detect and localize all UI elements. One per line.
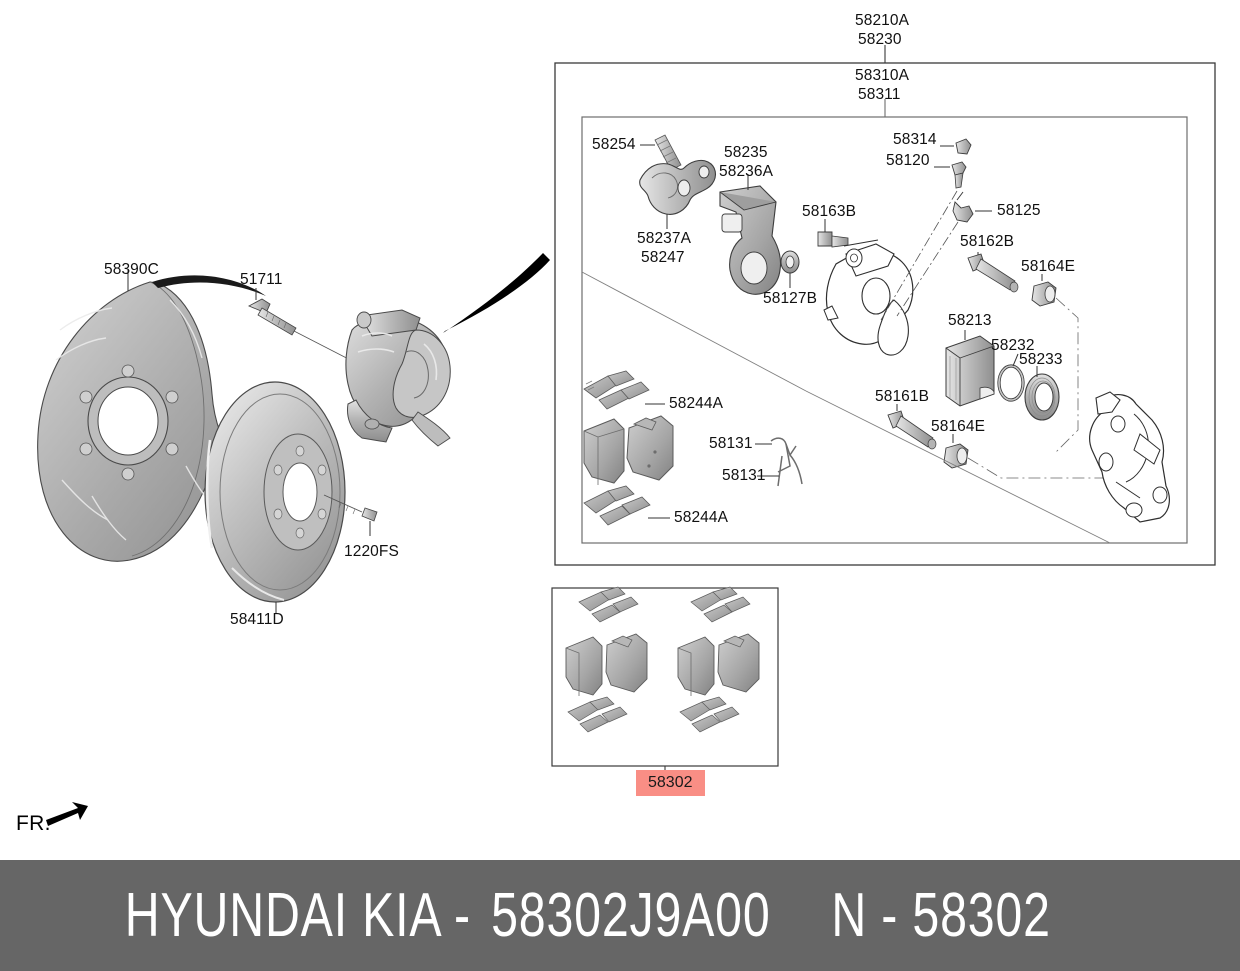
part-dust-boot-58233 xyxy=(1024,366,1060,421)
label-58230: 58230 xyxy=(858,31,902,48)
footer-reference: N - 58302 xyxy=(831,881,1051,950)
label-58164E-lower: 58164E xyxy=(931,418,986,435)
label-58247: 58247 xyxy=(641,249,685,266)
part-disc-screw-1220FS xyxy=(323,494,378,536)
part-piston-58213 xyxy=(945,330,995,407)
label-58125: 58125 xyxy=(997,202,1041,219)
part-caliper-body-detail xyxy=(823,239,914,356)
label-58210A: 58210A xyxy=(855,12,910,29)
label-58163B: 58163B xyxy=(802,203,857,220)
part-guide-bushing-58164E-upper xyxy=(1031,274,1079,453)
part-carrier-bracket-58235 xyxy=(719,174,782,295)
label-51711: 51711 xyxy=(240,271,283,288)
part-pad-set-detail xyxy=(583,370,674,526)
part-guide-bushing-58164E-lower xyxy=(943,434,1141,479)
label-58235: 58235 xyxy=(724,144,768,161)
front-direction-label: FR. xyxy=(16,812,51,835)
label-58390C: 58390C xyxy=(104,261,159,278)
footer-part-number: 58302J9A00 xyxy=(491,881,771,950)
detail-pointer xyxy=(443,253,550,333)
diagram-canvas xyxy=(37,45,1216,826)
part-mounting-bracket xyxy=(1089,391,1170,523)
label-58131-lower: 58131 xyxy=(722,467,766,484)
label-1220FS: 1220FS xyxy=(344,543,399,560)
diagram-area: 58210A 58230 58310A 58311 58390C 51711 1… xyxy=(16,12,1216,835)
part-return-spring-58254 xyxy=(640,134,682,171)
footer-content: HYUNDAI KIA - 58302J9A00 N - 58302 xyxy=(0,880,1051,951)
label-58232: 58232 xyxy=(991,337,1035,354)
label-58236A: 58236A xyxy=(719,163,774,180)
part-bleeder-screw-58120 xyxy=(880,161,967,321)
pad-kit-contents xyxy=(565,586,760,733)
label-58131-upper: 58131 xyxy=(709,435,753,452)
footer-brand: HYUNDAI KIA - xyxy=(124,881,471,950)
part-bleeder-bolt-58163B xyxy=(817,219,849,248)
part-parking-lever-58237A xyxy=(639,159,717,229)
label-58311: 58311 xyxy=(858,86,901,103)
inner-box-separator xyxy=(581,271,1111,544)
highlighted-part-label[interactable]: 58302 xyxy=(636,770,705,796)
label-58411D: 58411D xyxy=(230,611,284,628)
label-58161B: 58161B xyxy=(875,388,930,405)
part-brake-disc-cover xyxy=(37,270,266,562)
part-caliper-assembly-main xyxy=(345,309,451,447)
shim-clip-lower xyxy=(583,485,651,526)
label-58213: 58213 xyxy=(948,312,992,329)
footer-bar: HYUNDAI KIA - 58302J9A00 N - 58302 xyxy=(0,860,1240,971)
label-58310A: 58310A xyxy=(855,67,910,84)
part-guide-rod-bolt-58162B xyxy=(967,252,1019,293)
label-58254: 58254 xyxy=(592,136,636,153)
shim-clip-upper xyxy=(583,370,650,410)
part-piston-seal-58232 xyxy=(997,353,1025,402)
part-seal-washer-58127B xyxy=(780,250,800,288)
label-58237A: 58237A xyxy=(637,230,692,247)
label-58164E-upper: 58164E xyxy=(1021,258,1076,275)
front-direction-arrow xyxy=(46,802,88,826)
label-58127B: 58127B xyxy=(763,290,818,307)
label-58314: 58314 xyxy=(893,131,937,148)
label-58233: 58233 xyxy=(1019,351,1063,368)
label-58120: 58120 xyxy=(886,152,930,169)
label-58162B: 58162B xyxy=(960,233,1015,250)
label-58244A-upper: 58244A xyxy=(669,395,724,412)
part-bleeder-nipple-58125 xyxy=(896,191,992,317)
part-brake-disc xyxy=(204,381,346,614)
part-bleeder-cap-58314 xyxy=(940,138,972,155)
label-58244A-lower: 58244A xyxy=(674,509,729,526)
part-guide-rod-bolt-58161B xyxy=(887,404,937,450)
part-pad-springs-58131 xyxy=(755,437,803,487)
